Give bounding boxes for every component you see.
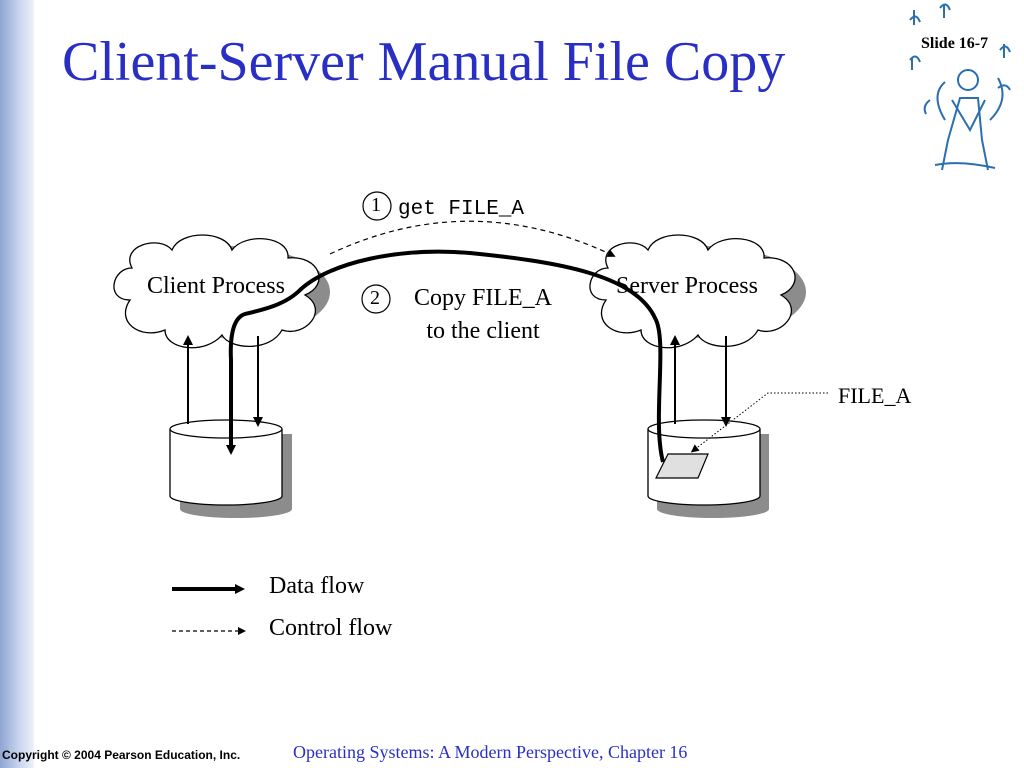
- client-process-label: Client Process: [147, 273, 285, 299]
- legend-data-flow-label: Data flow: [269, 573, 365, 599]
- step1-circle: [362, 191, 392, 221]
- step1-text: get FILE_A: [398, 198, 525, 221]
- server-disk: [647, 419, 761, 506]
- footer-copyright: Copyright © 2004 Pearson Education, Inc.: [2, 748, 241, 762]
- client-disk: [169, 419, 283, 506]
- file-a-leader-line: [690, 392, 828, 453]
- file-a-shape: [655, 453, 709, 479]
- side-gradient-bar: [0, 0, 34, 768]
- step1-number: 1: [371, 194, 381, 216]
- data-flow-arrow: [226, 249, 665, 463]
- control-flow-arrow: [329, 220, 616, 257]
- client-process-cloud: [113, 234, 320, 349]
- musician-clipart: [909, 3, 1011, 171]
- file-a-label: FILE_A: [838, 383, 912, 408]
- step2-number: 2: [370, 287, 380, 309]
- slide-title: Client-Server Manual File Copy: [62, 31, 786, 93]
- slide-number: Slide 16-7: [921, 35, 989, 52]
- step2-circle: [361, 284, 391, 314]
- server-disk-arrows: [670, 335, 731, 427]
- client-disk-arrows: [183, 335, 263, 427]
- footer-book-title: Operating Systems: A Modern Perspective,…: [293, 742, 688, 762]
- step2-line1: Copy FILE_A: [414, 285, 552, 311]
- step2-line2: to the client: [426, 318, 540, 344]
- legend-control-flow-label: Control flow: [269, 615, 393, 641]
- step2-text: Copy FILE_A to the client: [398, 282, 568, 348]
- server-process-label: Server Process: [616, 273, 758, 299]
